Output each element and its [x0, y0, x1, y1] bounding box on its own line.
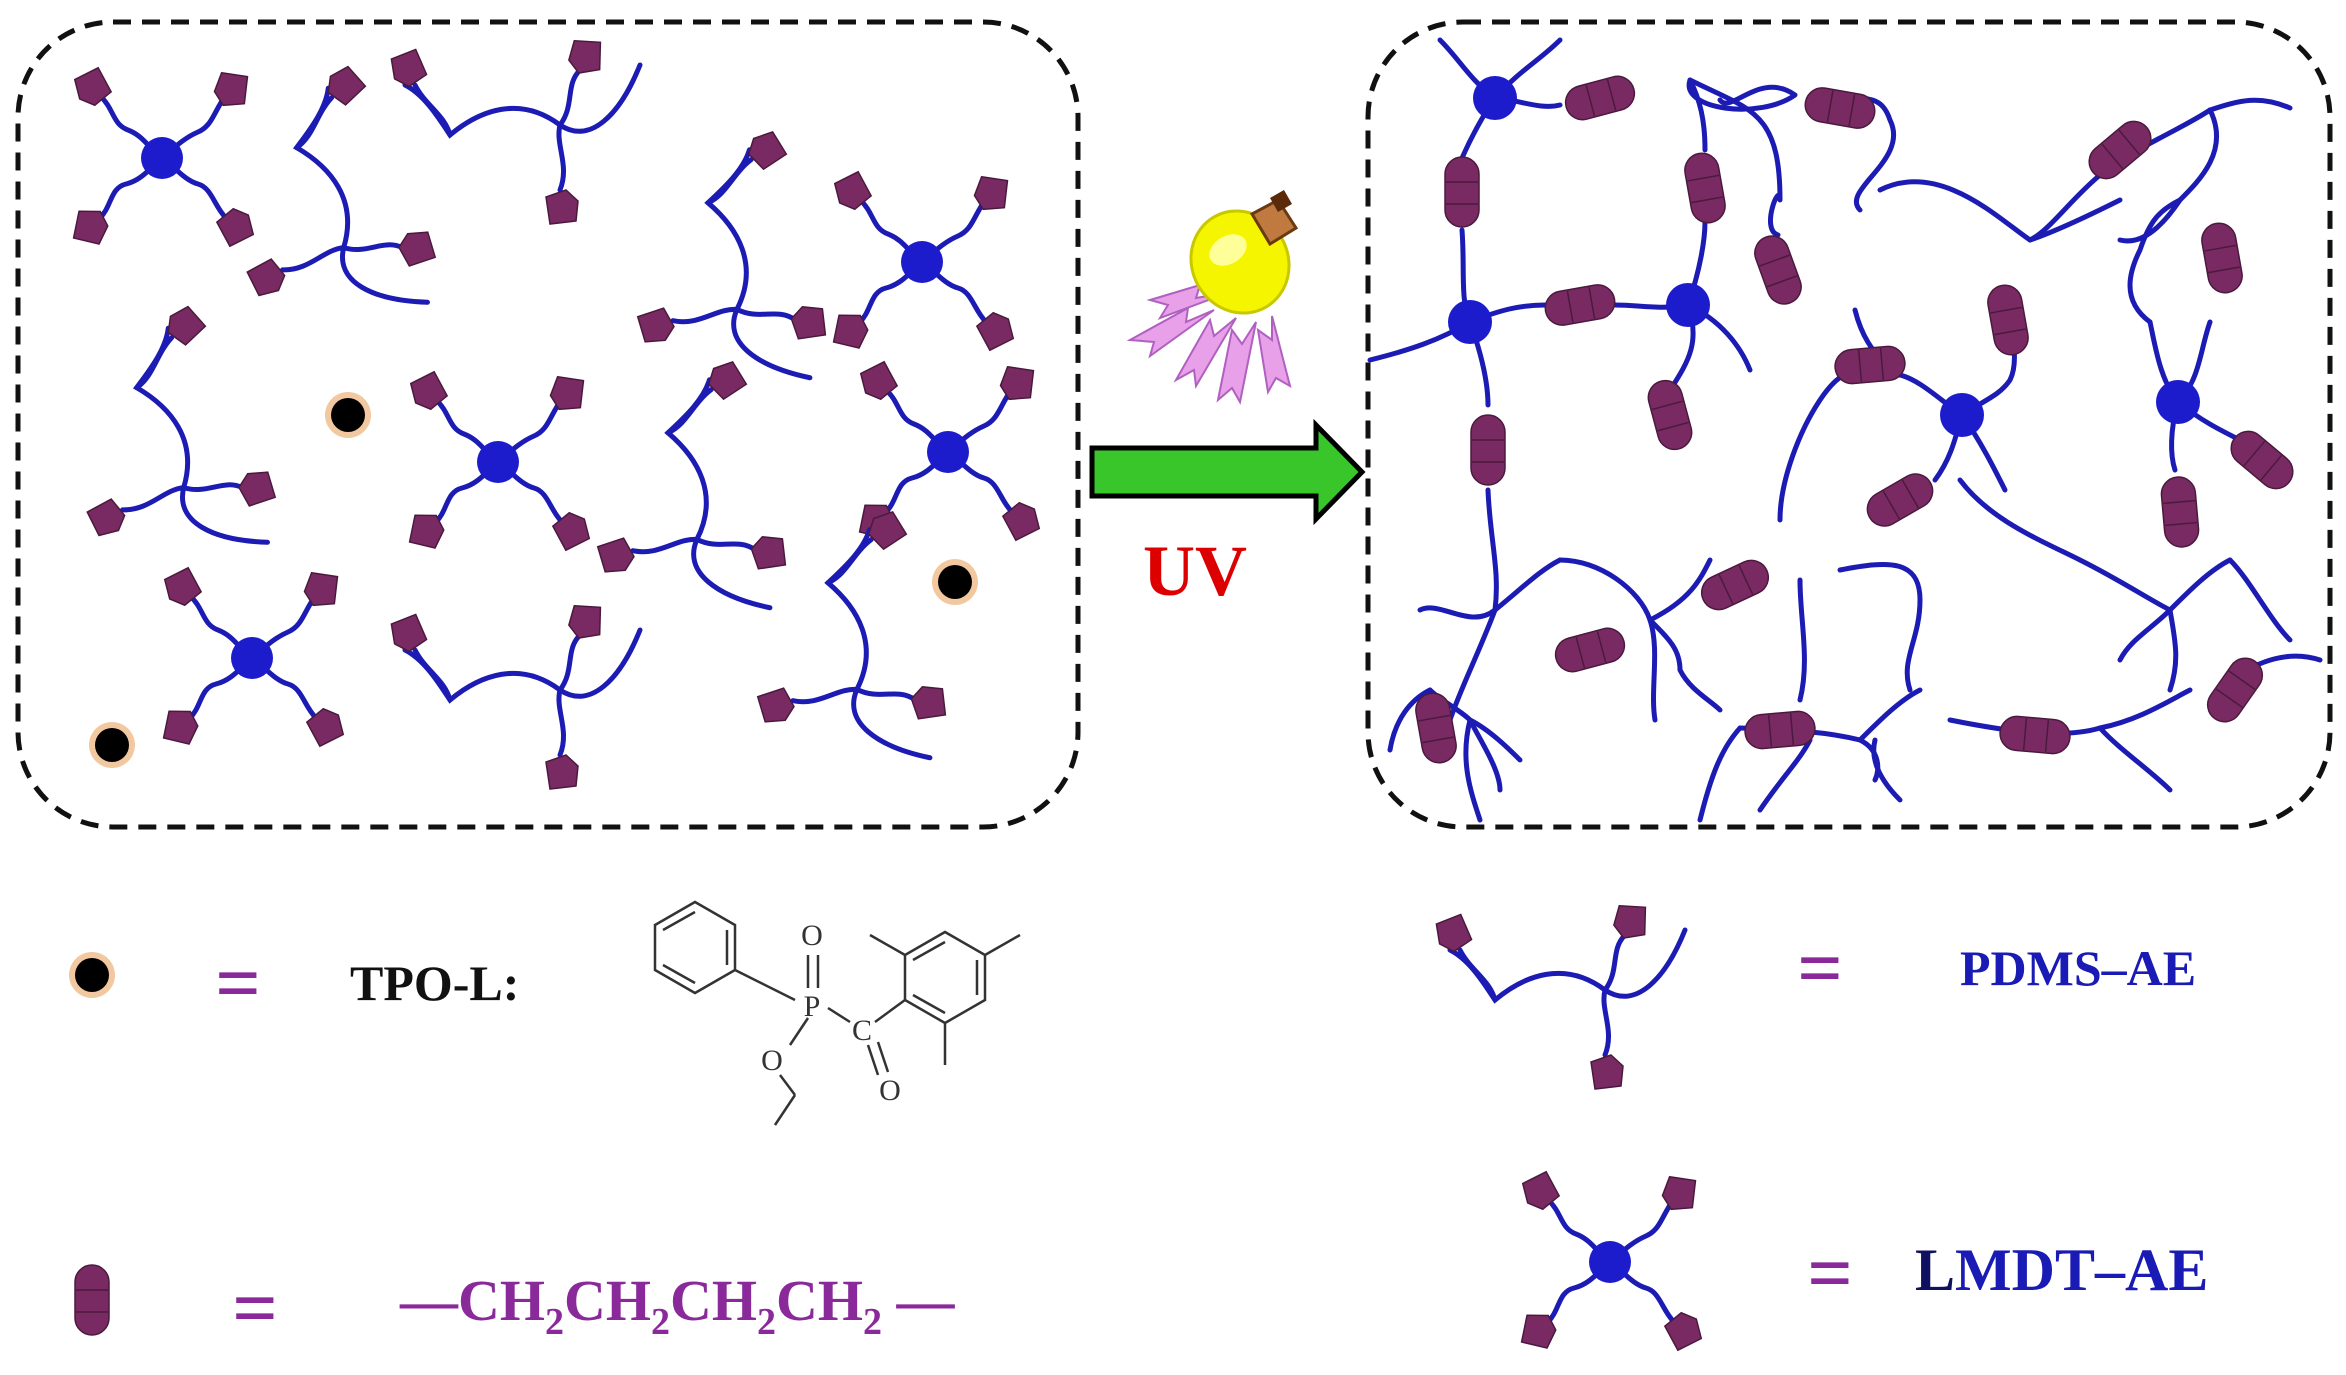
atom-oxygen: O	[761, 1044, 783, 1077]
pdms-ae-molecule	[389, 37, 640, 224]
lmdt-ae-symbol	[1518, 1170, 1704, 1351]
network-boundary	[1365, 19, 2333, 830]
monomer-mixture-panel	[15, 19, 1081, 830]
pdms-ae-molecule	[610, 125, 837, 405]
atom-carbon: C	[852, 1014, 872, 1047]
mixture-boundary	[15, 19, 1081, 830]
spacer-formula: —CH2CH2CH2CH2 —	[399, 1268, 956, 1343]
lmdt-ae-label: LMDT–AE	[1915, 1237, 2208, 1303]
pdms-ae-symbol	[1434, 902, 1685, 1089]
pdms-ae-molecule	[32, 297, 293, 597]
initiator-symbol	[69, 952, 115, 998]
lmdt-ae-molecule	[160, 566, 346, 747]
equals-sign: =	[1807, 1230, 1853, 1318]
tpo-l-initiator	[89, 722, 135, 768]
initiator-name: TPO-L:	[350, 955, 519, 1011]
tpo-l-structure	[653, 900, 1021, 1126]
atom-oxygen: O	[879, 1074, 901, 1107]
crosslinked-network-panel	[1365, 19, 2333, 830]
legend-pdms: = PDMS–AE	[1434, 902, 2196, 1089]
atom-phosphorus: P	[804, 990, 821, 1023]
network-junctions	[1448, 76, 2200, 437]
light-bulb-icon	[1126, 190, 1299, 405]
equals-sign: =	[215, 940, 261, 1028]
lmdt-ae-molecule	[70, 66, 256, 247]
equals-sign: =	[232, 1265, 278, 1353]
tpo-l-initiator	[325, 392, 371, 438]
lmdt-ae-molecule	[406, 370, 592, 551]
uv-curing-step: UV	[1089, 190, 1366, 611]
equals-sign: =	[1797, 925, 1843, 1013]
lmdt-ae-molecule	[830, 170, 1016, 351]
legend-initiator: = TPO-L:	[69, 900, 1021, 1126]
pdms-ae-label: PDMS–AE	[1960, 940, 2196, 996]
atom-oxygen: O	[801, 919, 823, 952]
network-chains	[1367, 37, 2323, 823]
reaction-arrow	[1089, 418, 1366, 526]
pdms-ae-molecule	[389, 602, 640, 789]
legend-spacer: = —CH2CH2CH2CH2 —	[74, 1264, 956, 1353]
pdms-ae-molecule	[570, 355, 797, 635]
crosslink-symbol	[74, 1264, 110, 1336]
legend-lmdt: = LMDT–AE	[1518, 1170, 2208, 1351]
tpo-l-initiator	[932, 559, 978, 605]
uv-label: UV	[1143, 531, 1247, 611]
